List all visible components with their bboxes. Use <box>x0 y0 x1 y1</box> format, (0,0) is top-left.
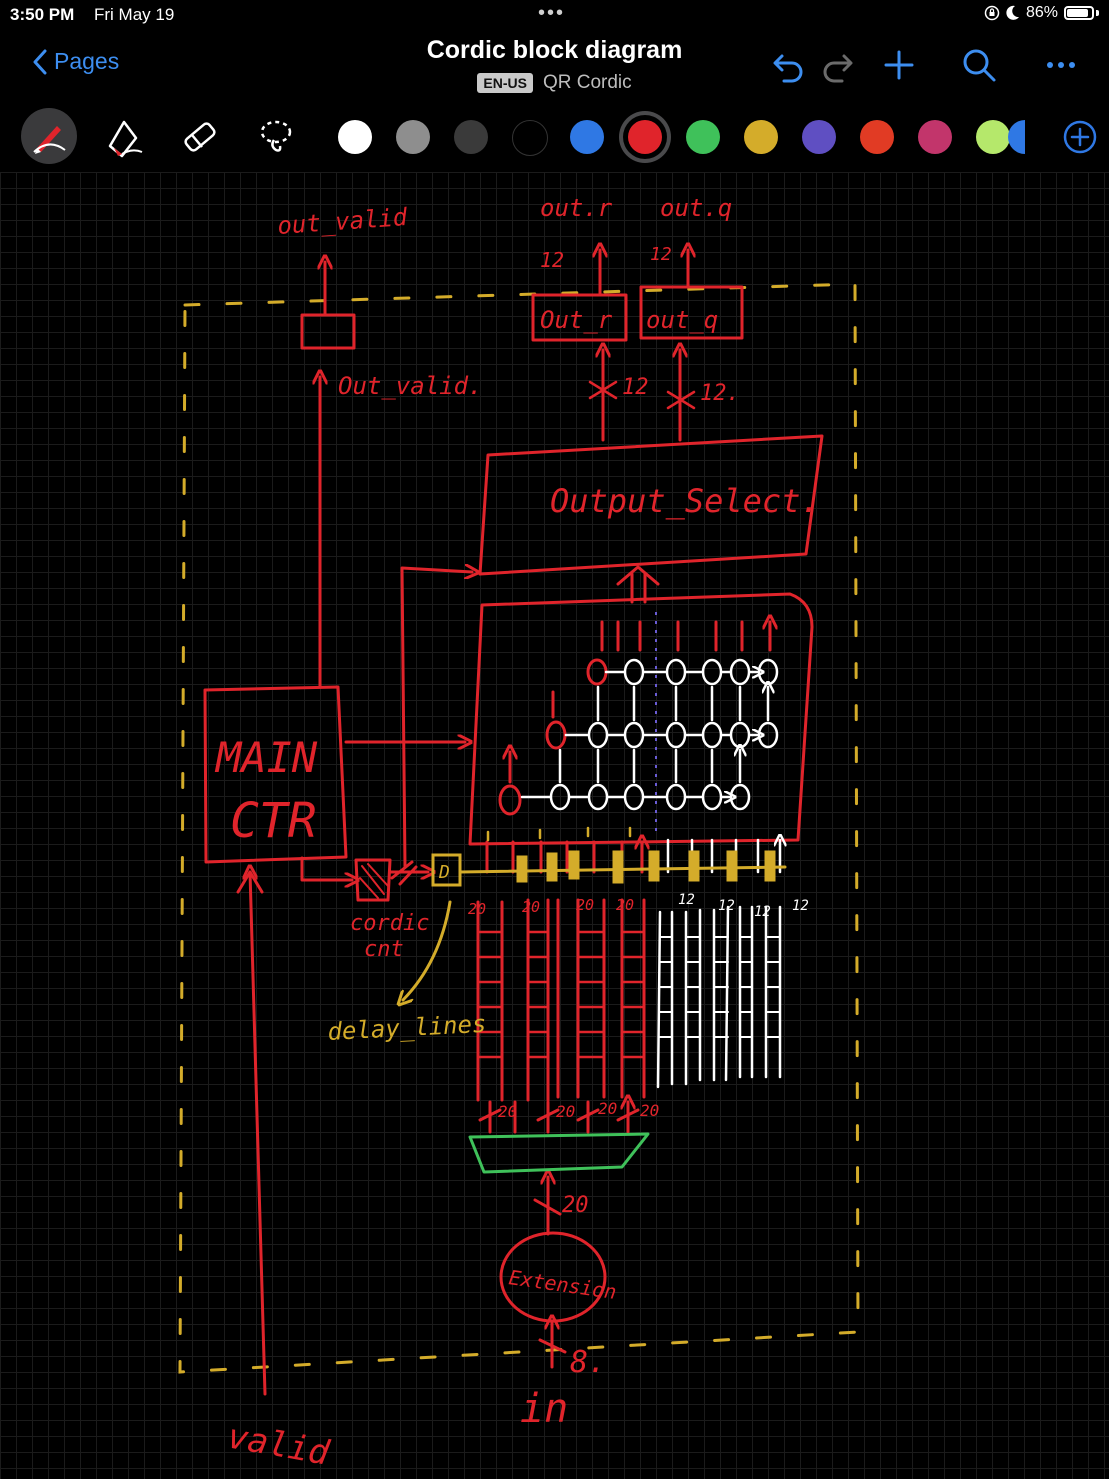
eraser-icon <box>171 108 227 164</box>
label-bw-20-f: 20 <box>556 1102 575 1121</box>
block-diagram: out_valid out.r out.q 12 12 Out_r out_q … <box>0 172 1109 1479</box>
status-bar: 3:50 PM Fri May 19 ••• 86% <box>0 0 1109 30</box>
nav-bar: Pages Cordic block diagram EN-US QR Cord… <box>0 30 1109 102</box>
color-swatch[interactable] <box>744 120 778 154</box>
label-bw-12-b: 12 <box>650 244 672 265</box>
color-swatch[interactable] <box>338 120 372 154</box>
eraser-tool[interactable] <box>171 108 227 164</box>
color-swatch[interactable] <box>454 120 488 154</box>
label-bw-20-e: 20 <box>498 1102 517 1121</box>
label-bw-20-c: 20 <box>576 896 594 914</box>
pen-icon <box>21 108 77 164</box>
label-bw-8: 8. <box>570 1345 606 1380</box>
label-bw-12-w3: 12 <box>754 904 771 920</box>
delay-lines-white <box>658 907 780 1087</box>
label-in: in <box>520 1386 568 1432</box>
label-reg-out-r: Out_r <box>540 306 613 334</box>
battery-percent: 86% <box>1026 4 1058 22</box>
label-bw-20-in: 20 <box>562 1193 589 1218</box>
label-bw-12-w4: 12 <box>792 898 809 914</box>
label-ctr: CTR <box>230 793 317 849</box>
label-bw-12-d: 12. <box>700 381 740 406</box>
label-cnt: cnt <box>364 937 404 962</box>
battery-icon <box>1064 6 1094 20</box>
undo-icon[interactable] <box>770 46 808 84</box>
search-icon[interactable] <box>960 46 998 84</box>
label-reg-out-q: out_q <box>646 306 718 334</box>
more-icon[interactable] <box>1042 46 1080 84</box>
pen-tool[interactable] <box>21 108 77 164</box>
label-bw-20-h: 20 <box>640 1101 659 1120</box>
color-swatch[interactable] <box>802 120 836 154</box>
color-swatch[interactable] <box>918 120 952 154</box>
note-canvas[interactable]: out_valid out.r out.q 12 12 Out_r out_q … <box>0 172 1109 1479</box>
document-name: QR Cordic <box>543 72 632 94</box>
highlighter-tool[interactable] <box>96 108 152 164</box>
add-color-icon[interactable] <box>1063 120 1097 154</box>
moon-icon <box>1006 5 1020 21</box>
label-valid: valid <box>224 1416 332 1473</box>
color-swatch[interactable] <box>686 120 720 154</box>
tool-palette <box>0 102 1109 172</box>
label-bw-20-g: 20 <box>598 1099 617 1118</box>
color-swatch[interactable] <box>512 120 548 156</box>
add-icon[interactable] <box>880 46 918 84</box>
ctr-to-counter-wire <box>302 858 352 880</box>
lasso-icon <box>248 108 304 164</box>
label-output-select: Output_Select. <box>550 482 820 520</box>
label-main: MAIN <box>214 733 318 782</box>
status-time: 3:50 PM <box>10 5 74 25</box>
lasso-tool[interactable] <box>248 108 304 164</box>
label-bw-12-w2: 12 <box>718 898 735 914</box>
label-delay-lines: delay_lines <box>327 1010 487 1046</box>
color-swatch[interactable] <box>976 120 1010 154</box>
color-swatch[interactable] <box>628 120 662 154</box>
valid-input-arrow <box>250 872 265 1394</box>
color-swatch[interactable] <box>570 120 604 154</box>
label-d-register: D <box>438 862 450 883</box>
input-mux <box>470 1134 648 1172</box>
label-out-valid-mid: Out_valid. <box>338 372 483 400</box>
label-out-q: out.q <box>660 194 732 222</box>
label-cordic: cordic <box>350 911 429 936</box>
out-valid-register <box>302 315 354 348</box>
label-out-valid-top: out_valid <box>276 203 408 240</box>
language-badge[interactable]: EN-US <box>477 73 533 93</box>
label-bw-20-d: 20 <box>616 896 634 914</box>
redo-icon[interactable] <box>818 46 856 84</box>
label-bw-20-a: 20 <box>468 900 486 918</box>
label-bw-12-w1: 12 <box>678 892 695 908</box>
nav-actions <box>770 46 1090 86</box>
label-bw-12-a: 12 <box>540 248 564 272</box>
label-out-r: out.r <box>540 194 613 222</box>
label-bw-20-b: 20 <box>522 898 540 916</box>
orientation-lock-icon <box>984 5 1000 21</box>
multitasking-dots-icon[interactable]: ••• <box>538 8 565 18</box>
label-bw-12-c: 12 <box>622 375 649 400</box>
status-indicators: 86% <box>984 4 1099 22</box>
delay-lines-red <box>478 900 644 1100</box>
highlighter-icon <box>96 108 152 164</box>
color-swatch[interactable] <box>1008 120 1025 154</box>
ctr-to-select-wire <box>402 568 472 867</box>
label-extension: Extension <box>507 1265 618 1304</box>
color-swatch[interactable] <box>396 120 430 154</box>
color-swatch[interactable] <box>860 120 894 154</box>
status-date: Fri May 19 <box>94 5 174 25</box>
